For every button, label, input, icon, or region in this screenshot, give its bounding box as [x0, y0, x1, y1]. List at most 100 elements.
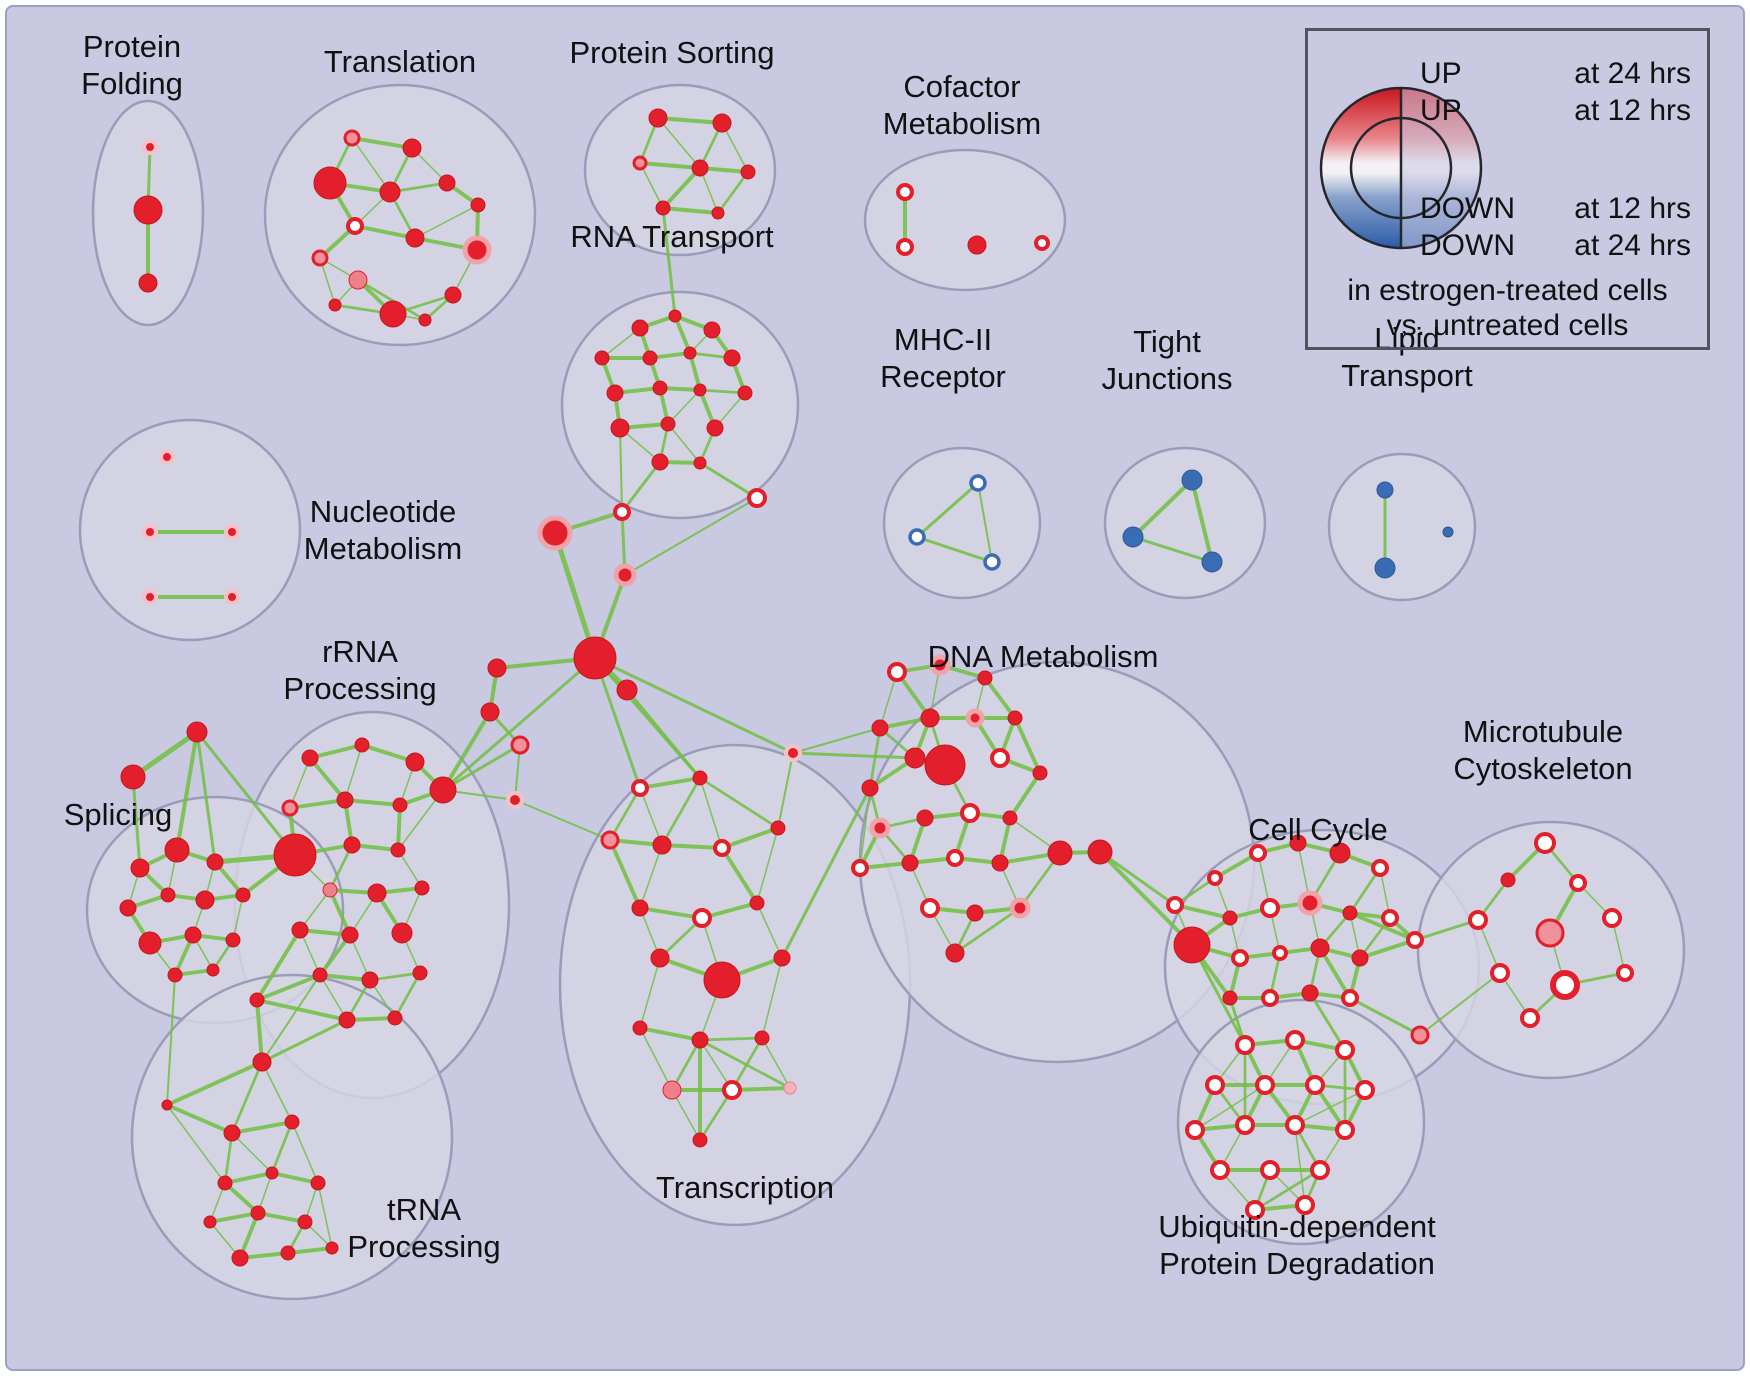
network-edge [255, 928, 302, 1002]
network-edge [1131, 478, 1194, 539]
network-edge [638, 161, 702, 170]
network-node [138, 931, 162, 955]
network-node [1032, 765, 1048, 781]
cluster-label-lipid-transport: Lipid [1374, 321, 1440, 356]
network-edge [131, 775, 142, 870]
network-node [946, 849, 964, 867]
network-node [969, 474, 987, 492]
network-node [655, 200, 671, 216]
network-node [990, 748, 1010, 768]
network-node [660, 416, 676, 432]
network-node [1087, 839, 1113, 865]
network-edge [414, 204, 479, 239]
network-edge [1098, 850, 1177, 907]
network-node [1272, 945, 1288, 961]
network-node [119, 899, 137, 917]
network-node [1335, 1040, 1355, 1060]
cluster-label-ubiquitin-degradation: Protein Degradation [1159, 1246, 1435, 1281]
network-node [354, 737, 370, 753]
network-edge [756, 902, 783, 959]
network-node [642, 350, 658, 366]
network-node [691, 1031, 709, 1049]
network-node [1351, 949, 1369, 967]
network-node [402, 138, 422, 158]
network-edge [667, 389, 701, 425]
network-node [184, 926, 202, 944]
network-node [206, 853, 224, 871]
network-node [1260, 898, 1280, 918]
network-node [311, 249, 329, 267]
network-node [616, 679, 638, 701]
network-node [712, 113, 732, 133]
network-edge [260, 1018, 349, 1064]
network-node [142, 139, 158, 155]
cluster-label-nucleotide-metabolism: Metabolism [304, 531, 463, 566]
network-edge [270, 1171, 320, 1185]
network-edge [619, 427, 623, 513]
network-edge [625, 688, 702, 780]
network-node [250, 1205, 266, 1221]
network-node [341, 926, 359, 944]
network-node [1047, 840, 1073, 866]
network-edge [671, 1089, 701, 1141]
network-node [908, 528, 926, 546]
network-node [1166, 896, 1184, 914]
network-node [573, 636, 617, 680]
network-node [770, 820, 786, 836]
network-node [322, 882, 338, 898]
network-node [920, 898, 940, 918]
network-node [784, 744, 802, 762]
network-edge [1348, 866, 1382, 915]
cluster-ellipse-tight-junctions [1103, 446, 1267, 600]
network-edge [716, 170, 750, 215]
network-edge [270, 1120, 294, 1175]
network-node [1235, 1115, 1255, 1135]
network-edge [673, 314, 692, 355]
network-node [1222, 990, 1238, 1006]
network-node [983, 553, 1001, 571]
network-edge [195, 730, 297, 857]
network-edge [514, 799, 611, 841]
network-node [1305, 1075, 1325, 1095]
network-node [1335, 1120, 1355, 1140]
network-edge [1348, 911, 1417, 942]
network-node [223, 1124, 241, 1142]
network-node [361, 971, 379, 989]
network-edge [660, 776, 702, 847]
network-node [537, 515, 573, 551]
network-edge [593, 656, 795, 755]
network-edge [356, 278, 427, 322]
network-edge [130, 729, 200, 780]
cluster-label-trna-processing: tRNA [387, 1192, 461, 1227]
legend-row-up-12: UP at 12 hrs [1420, 94, 1691, 128]
network-edge [720, 826, 780, 850]
cluster-ellipse-translation [263, 83, 537, 347]
network-edge [1419, 972, 1501, 1036]
network-node [722, 1080, 742, 1100]
network-node [291, 921, 309, 939]
network-edge [699, 777, 723, 849]
network-node [310, 1175, 326, 1191]
network-node [851, 859, 869, 877]
network-node [390, 842, 406, 858]
cluster-label-microtubule-cytoskeleton: Microtubule [1463, 714, 1623, 749]
legend-row-down-24: DOWN at 24 hrs [1420, 229, 1691, 263]
network-node [1550, 970, 1580, 1000]
network-edge [638, 1026, 702, 1042]
network-edge [1013, 716, 1042, 775]
network-node [692, 1132, 708, 1148]
network-node [740, 164, 756, 180]
network-node [405, 752, 425, 772]
network-node [1255, 1075, 1275, 1095]
network-edge [661, 206, 677, 318]
network-node [418, 313, 432, 327]
network-node [336, 791, 354, 809]
network-node [1207, 870, 1223, 886]
network-edge [441, 710, 492, 792]
network-edge [441, 743, 522, 792]
network-node [861, 779, 879, 797]
network-node [887, 662, 907, 682]
network-node [648, 108, 668, 128]
network-edge [859, 787, 871, 869]
network-node [703, 321, 721, 339]
